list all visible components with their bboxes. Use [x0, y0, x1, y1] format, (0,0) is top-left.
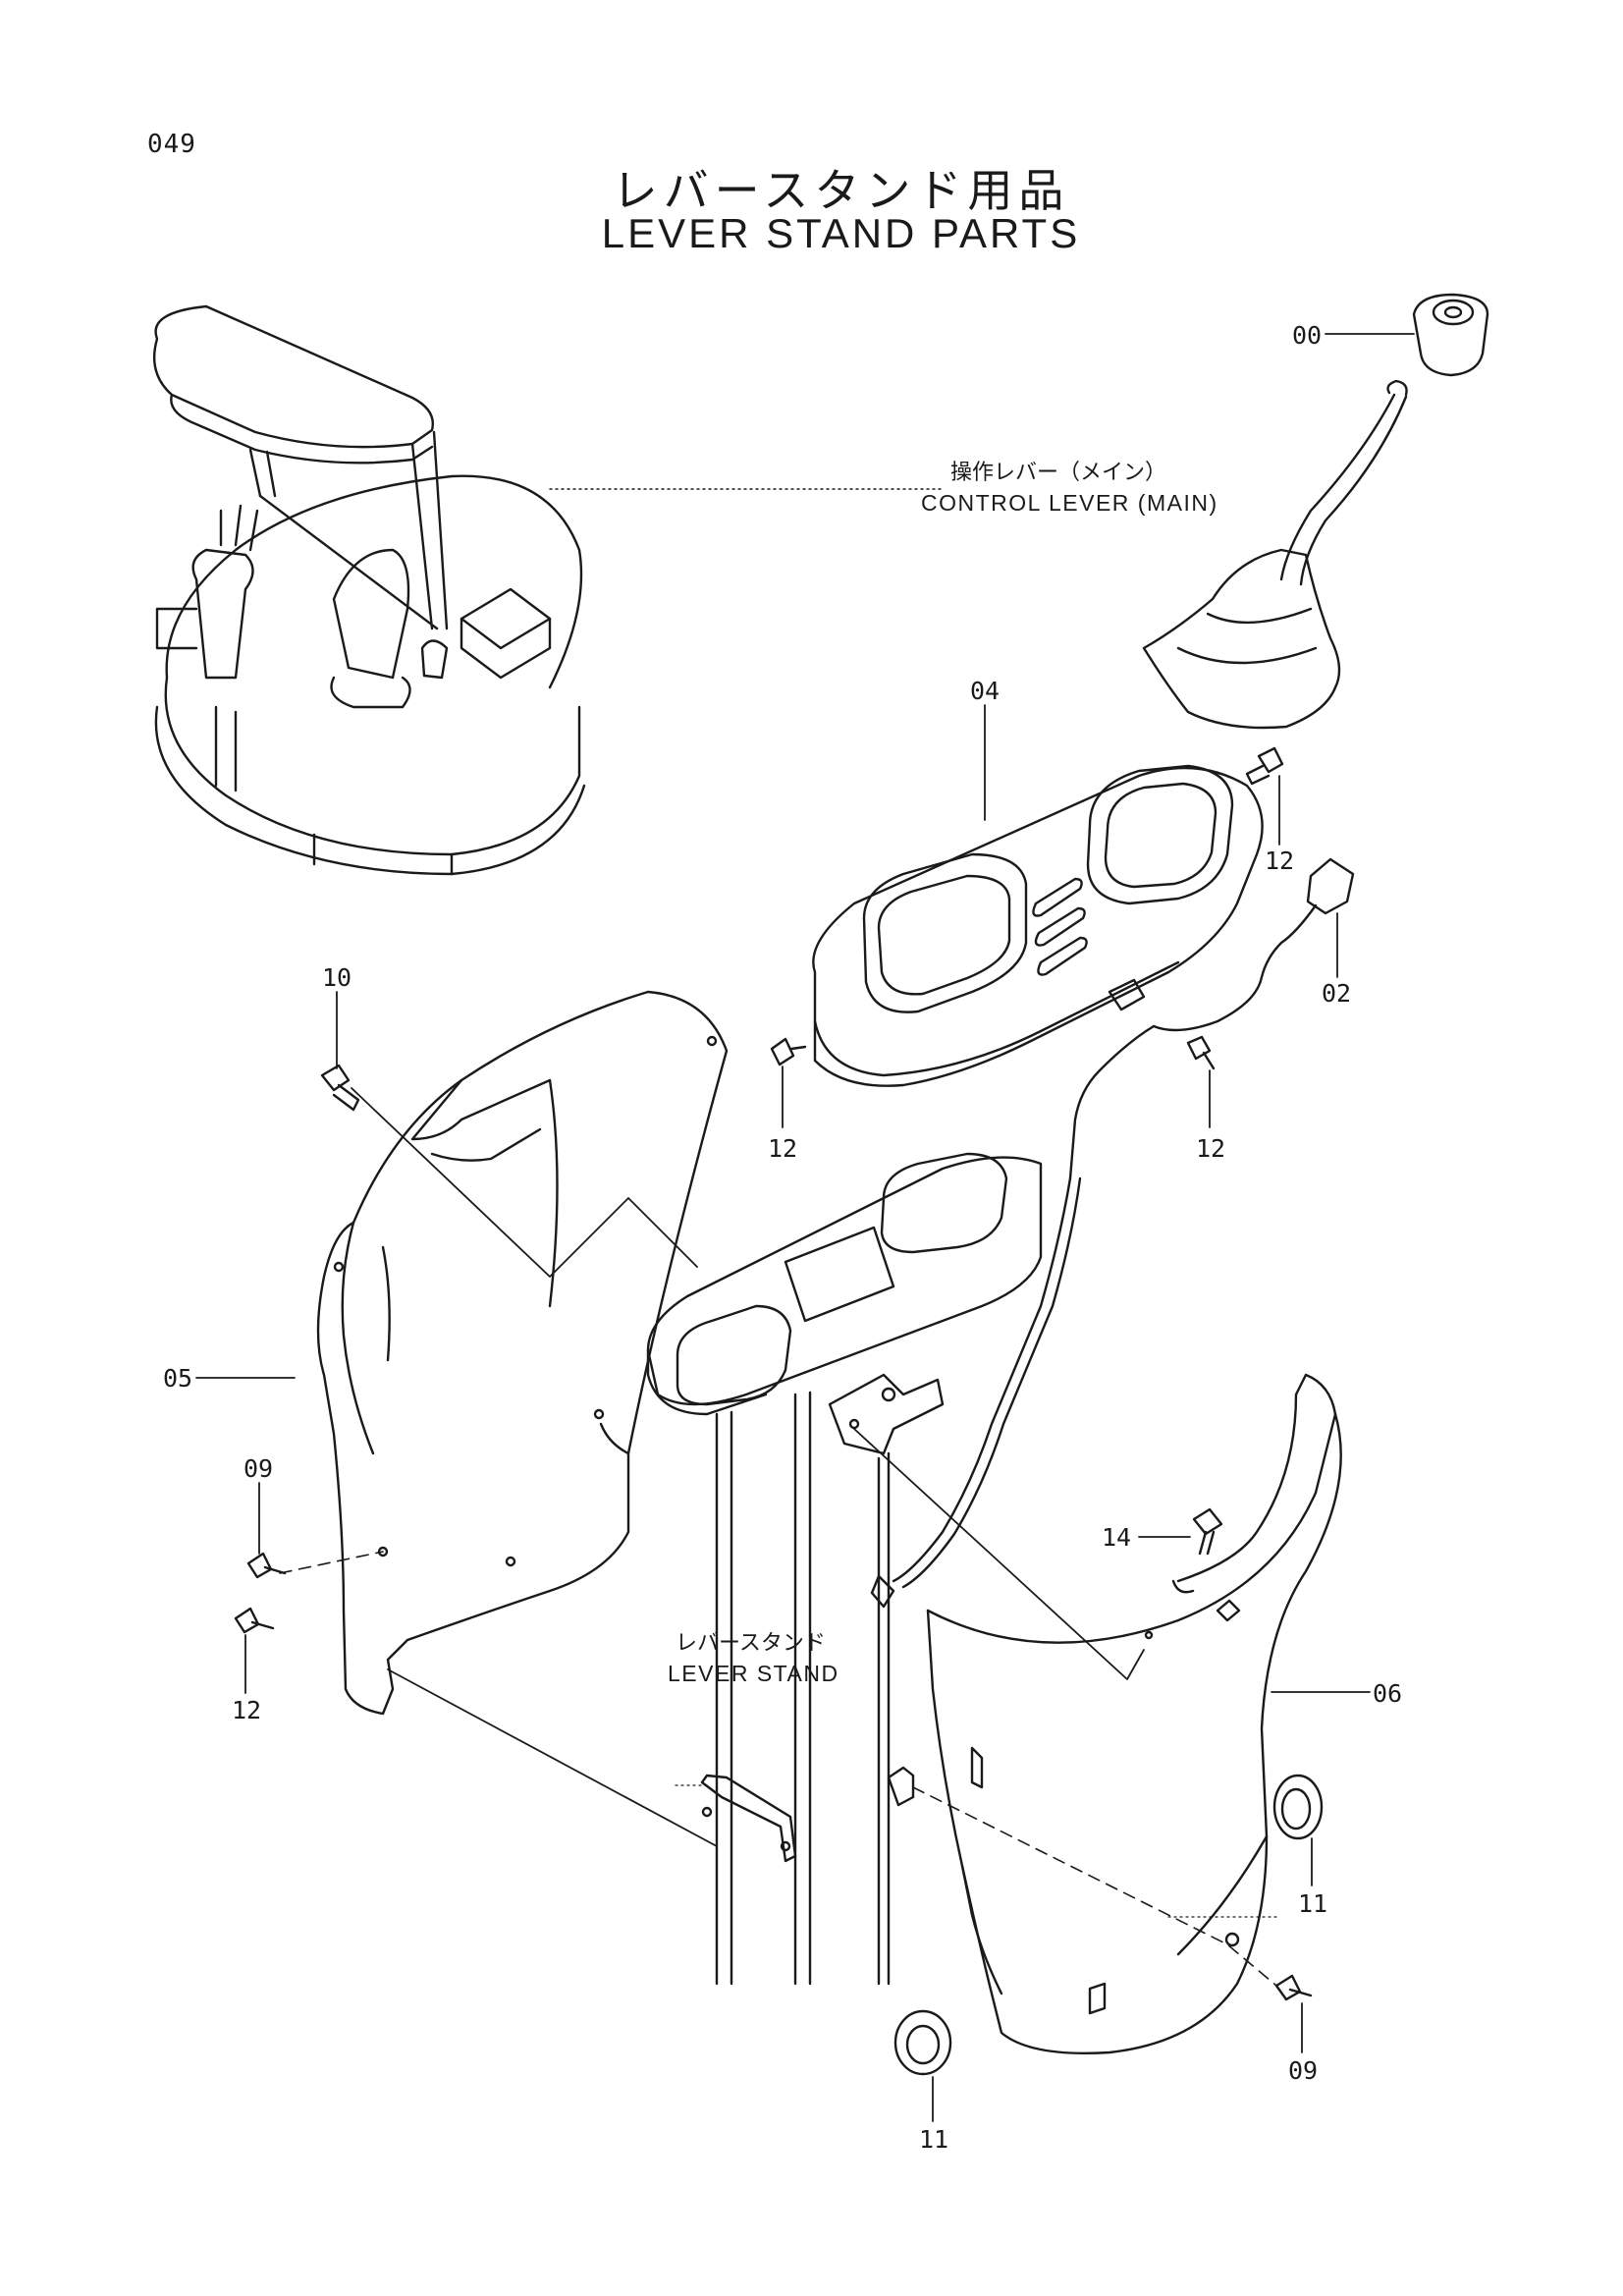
part-label-06: 06	[1373, 1679, 1402, 1708]
part-number-labels: 00 04 12 02 12 12 10 05 09 12 14 06 11 0…	[163, 321, 1402, 2154]
right-cover-part	[926, 1373, 1342, 2055]
part-label-14: 14	[1102, 1523, 1131, 1552]
part-label-12: 12	[1265, 847, 1294, 875]
switch-harness-part	[870, 857, 1355, 1609]
control-lever-boot-part	[1142, 379, 1408, 730]
control-knob-part	[1412, 293, 1489, 377]
lever-stand-part	[646, 1152, 1043, 1986]
page-title-english: LEVER STAND PARTS	[601, 210, 1081, 256]
part-label-12: 12	[232, 1696, 261, 1724]
leader-lines	[195, 333, 1415, 2122]
part-label-10: 10	[322, 963, 352, 992]
part-label-12: 12	[768, 1134, 797, 1163]
page-number: 049	[147, 130, 196, 159]
page-title-japanese: レバースタンド用品	[612, 164, 1070, 217]
left-cover-part	[316, 990, 729, 1716]
lever-stand-label-en: LEVER STAND	[668, 1661, 839, 1686]
control-lever-label-en: CONTROL LEVER (MAIN)	[921, 490, 1218, 516]
part-label-09: 09	[243, 1454, 273, 1483]
callout-labels: 操作レバー（メイン） CONTROL LEVER (MAIN) レバースタンド …	[668, 461, 1218, 1686]
control-lever-label-ja: 操作レバー（メイン）	[950, 461, 1166, 485]
dashed-assembly-lines	[279, 1551, 1277, 1987]
top-cover-part	[812, 764, 1264, 1087]
hardware-fasteners	[234, 746, 1324, 2076]
lever-stand-label-ja: レバースタンド	[676, 1631, 826, 1656]
part-label-11: 11	[1298, 1889, 1327, 1918]
part-label-00: 00	[1292, 321, 1322, 350]
part-label-02: 02	[1322, 979, 1351, 1008]
part-label-09: 09	[1288, 2056, 1318, 2085]
part-label-12: 12	[1196, 1134, 1225, 1163]
excavator-overview-illustration	[153, 304, 586, 876]
part-label-11: 11	[919, 2125, 948, 2154]
part-label-04: 04	[970, 677, 1000, 705]
part-label-05: 05	[163, 1364, 192, 1393]
